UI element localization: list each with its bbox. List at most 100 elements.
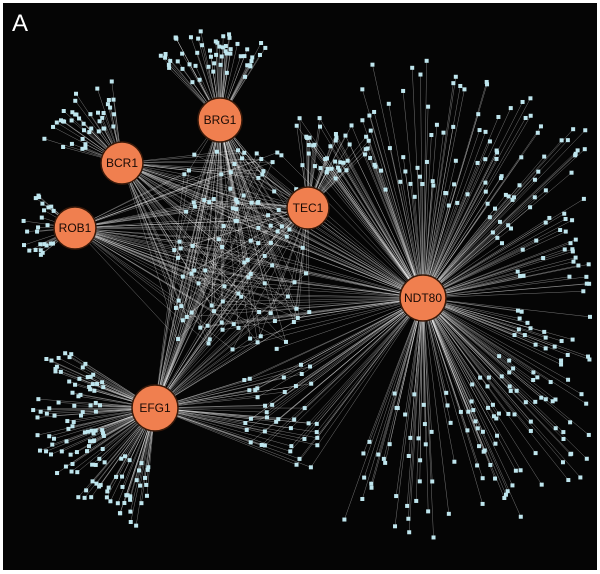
- target-node: [539, 395, 544, 400]
- target-node: [494, 148, 499, 153]
- target-node: [262, 281, 267, 286]
- target-node: [386, 101, 391, 106]
- target-node: [300, 245, 305, 250]
- edge: [422, 297, 569, 481]
- target-node: [581, 289, 586, 294]
- edge: [219, 119, 287, 342]
- target-node: [452, 182, 457, 187]
- target-node: [511, 366, 516, 371]
- target-node: [62, 119, 67, 124]
- target-node: [63, 464, 68, 469]
- target-node: [573, 237, 578, 242]
- target-node: [228, 170, 233, 175]
- edge: [422, 297, 480, 447]
- target-node: [118, 511, 123, 516]
- target-node: [283, 339, 288, 344]
- target-node: [51, 436, 56, 441]
- edge: [422, 297, 589, 357]
- target-node: [539, 482, 544, 487]
- hub-label: BCR1: [106, 156, 138, 170]
- target-node: [219, 320, 224, 325]
- edge: [422, 129, 574, 299]
- target-node: [70, 462, 75, 467]
- target-node: [560, 460, 565, 465]
- target-node: [190, 80, 195, 85]
- target-node: [190, 243, 195, 248]
- edge: [422, 297, 483, 479]
- target-node: [228, 47, 233, 52]
- edge: [121, 162, 239, 294]
- edge: [270, 242, 424, 299]
- target-node: [519, 155, 524, 160]
- target-node: [80, 365, 85, 370]
- target-node: [533, 451, 538, 456]
- edge: [154, 202, 238, 409]
- target-node: [256, 225, 261, 230]
- target-node: [483, 180, 488, 185]
- target-node: [80, 136, 85, 141]
- target-node: [293, 384, 298, 389]
- target-node: [312, 164, 317, 169]
- target-node: [416, 436, 421, 441]
- edge: [74, 227, 260, 313]
- target-node: [279, 224, 284, 229]
- edge: [74, 227, 310, 313]
- target-node: [191, 200, 196, 205]
- edge: [422, 60, 427, 299]
- target-node: [475, 463, 480, 468]
- target-node: [145, 467, 150, 472]
- target-node: [343, 133, 348, 138]
- edge: [219, 119, 295, 323]
- target-node: [128, 497, 133, 502]
- edge: [402, 90, 424, 299]
- target-node: [491, 414, 496, 419]
- target-node: [480, 476, 485, 481]
- target-node: [176, 255, 181, 260]
- target-node: [446, 511, 451, 516]
- edge: [383, 297, 424, 459]
- edge: [422, 265, 579, 299]
- edge: [154, 208, 237, 409]
- target-node: [550, 399, 555, 404]
- target-node: [401, 155, 406, 160]
- target-node: [276, 417, 281, 422]
- edge: [303, 217, 424, 299]
- target-node: [306, 142, 311, 147]
- edge: [257, 297, 424, 398]
- edge: [422, 126, 542, 299]
- edge: [154, 385, 296, 409]
- target-node: [100, 380, 105, 385]
- hub-node-ndt80: NDT80: [399, 274, 447, 322]
- target-node: [406, 453, 411, 458]
- edge: [369, 297, 424, 442]
- target-node: [245, 63, 250, 68]
- target-node: [495, 235, 500, 240]
- edge: [422, 297, 589, 436]
- edge: [74, 201, 210, 229]
- target-node: [167, 65, 172, 70]
- target-node: [248, 64, 253, 69]
- edge: [74, 198, 214, 229]
- target-node: [514, 388, 519, 393]
- edge: [121, 162, 278, 232]
- target-node: [363, 147, 368, 152]
- edge: [320, 167, 424, 299]
- edge: [200, 119, 221, 328]
- target-node: [584, 274, 589, 279]
- target-node: [570, 218, 575, 223]
- target-node: [333, 138, 338, 143]
- edge: [154, 198, 215, 409]
- edge: [121, 162, 179, 340]
- edge: [422, 76, 457, 299]
- target-node: [302, 436, 307, 441]
- edge: [422, 297, 517, 471]
- edge: [422, 297, 564, 433]
- target-node: [49, 358, 54, 363]
- target-node: [119, 456, 124, 461]
- edge: [369, 157, 424, 299]
- target-node: [408, 435, 413, 440]
- edge: [422, 297, 571, 455]
- target-node: [198, 29, 203, 34]
